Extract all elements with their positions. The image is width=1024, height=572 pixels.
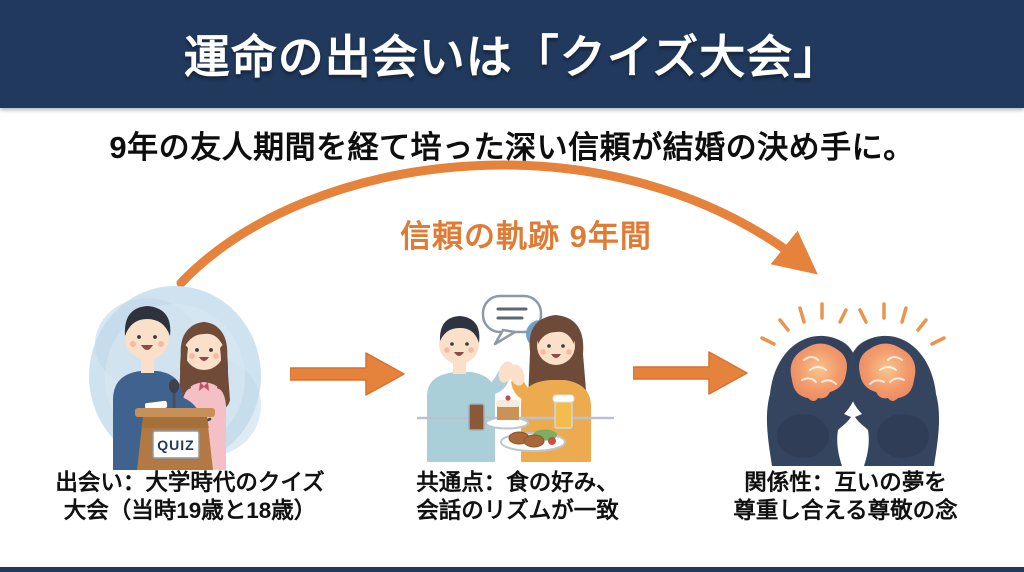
quiz-sign [152, 430, 200, 459]
dining-couple-illustration [417, 294, 614, 462]
footer-bar [0, 567, 1024, 572]
caption-relationship: 関係性：互いの夢を 尊重し合える尊敬の念 [713, 469, 978, 525]
caption-line: 尊重し合える尊敬の念 [733, 497, 958, 523]
caption-line: 大会（当時19歳と18歳） [63, 497, 317, 523]
caption-meeting: 出会い：大学時代のクイズ 大会（当時19歳と18歳） [25, 469, 355, 525]
page-title: 運命の出会いは「クイズ大会」 [183, 31, 841, 83]
mutual-minds-illustration [760, 302, 946, 466]
quiz-sign-label: QUIZ [157, 437, 194, 453]
header-banner: 運命の出会いは「クイズ大会」 [0, 0, 1024, 108]
caption-line: 共通点：食の好み、 [416, 470, 619, 495]
trust-arc-label: 信頼の軌跡 9年間 [400, 219, 652, 254]
subtitle: 9年の友人期間を経て培った深い信頼が結婚の決め手に。 [109, 130, 915, 165]
caption-line: 関係性：互いの夢を [744, 470, 947, 495]
caption-line: 会話のリズムが一致 [416, 497, 619, 523]
quiz-couple-illustration: QUIZ [89, 286, 261, 470]
arrow-right-icon [633, 351, 748, 395]
arrow-right-icon [290, 352, 405, 396]
caption-common-points: 共通点：食の好み、 会話のリズムが一致 [390, 469, 645, 525]
caption-line: 出会い：大学時代のクイズ [55, 470, 325, 495]
